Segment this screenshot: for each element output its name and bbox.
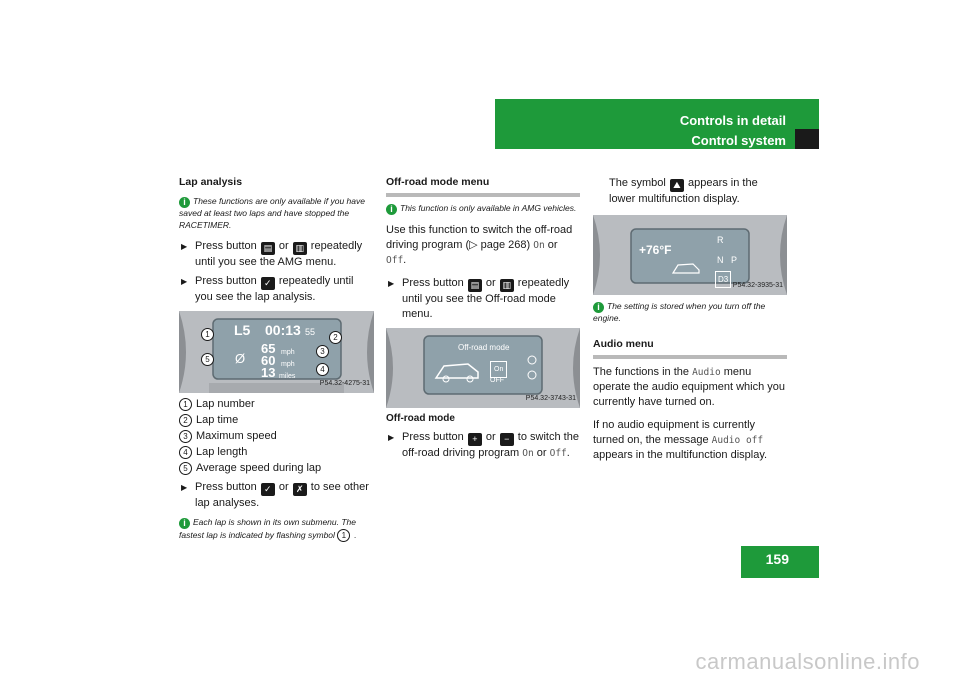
screen-off: OFF: [490, 377, 504, 384]
watermark: carmanualsonline.info: [695, 649, 920, 674]
paragraph: If no audio equipment is currently turne…: [593, 418, 768, 461]
step: Press button ▤ or ▥ repeatedly until you…: [386, 276, 580, 322]
button-down-icon: ▥: [499, 279, 514, 292]
page-number: 159: [765, 551, 789, 567]
callout-5: 5: [201, 353, 214, 366]
figure-ref: P54.32-3743-31: [525, 395, 576, 402]
screen-unit: mph: [281, 349, 295, 356]
figure-ref: P54.32-3935-31: [732, 282, 783, 289]
info-icon: i: [179, 197, 190, 208]
screen-avg-speed: 60: [261, 353, 276, 368]
header-subbar: [495, 129, 795, 149]
screen-on: On: [490, 361, 508, 378]
screen-unit: miles: [279, 373, 296, 380]
paragraph: Use this function to switch the off-road…: [386, 224, 573, 266]
info-icon: i: [593, 302, 604, 313]
info-icon: i: [179, 518, 190, 529]
screen-lap: L5: [234, 322, 251, 338]
cluster-display-illustration: [593, 215, 787, 295]
off-road-figure: Off-road mode On OFF P54.32-3743-31: [386, 328, 580, 408]
screen-hundredths: 55: [305, 327, 316, 337]
screen-temperature: +76°F: [639, 243, 672, 257]
info-icon: i: [386, 204, 397, 215]
paragraph: The functions in the Audio menu operate …: [593, 365, 786, 408]
screen-gear: N: [717, 255, 724, 265]
plus-button-icon: +: [467, 433, 482, 446]
callout-3: 3: [316, 345, 329, 358]
screen-max-speed: 65: [261, 341, 276, 356]
off-road-vehicle-icon: ⛰: [669, 179, 684, 192]
button-next-icon: ✓: [260, 483, 275, 496]
screen-title: Off-road mode: [458, 343, 510, 352]
screen-average-symbol: Ø: [235, 351, 246, 366]
button-next-icon: ✓: [260, 277, 275, 290]
step: Press button ✓ repeatedly until you see …: [179, 274, 374, 305]
button-previous-icon: ✗: [292, 483, 307, 496]
button-up-icon: ▤: [260, 242, 275, 255]
multifunction-display-figure: +76°F R N P D3 P54.32-3935-31: [593, 215, 787, 295]
callout-2: 2: [329, 331, 342, 344]
button-down-icon: ▥: [292, 242, 307, 255]
callout-4: 4: [316, 363, 329, 376]
step: Press button + or − to switch the off-ro…: [386, 430, 580, 461]
figure-ref: P54.32-4275-31: [319, 380, 370, 387]
column-audio: The symbol ⛰ appears in the lower multif…: [593, 170, 787, 471]
figure-caption: Off-road mode: [386, 413, 455, 424]
subsection-title: Control system: [691, 133, 786, 148]
step: Press button ✓ or ✗ to see other lap ana…: [179, 480, 374, 511]
lap-analysis-figure: L5 00:13 55 Ø 65 mph 60 mph 13 miles 1 2…: [179, 311, 374, 393]
screen-gear: R: [717, 235, 724, 245]
screen-unit: mph: [281, 361, 295, 368]
cluster-display-illustration: [386, 328, 580, 408]
header-block: [795, 129, 819, 149]
paragraph: The symbol ⛰ appears in the lower multif…: [609, 177, 758, 205]
screen-gear: P: [731, 255, 738, 265]
heading-off-road: Off-road mode menu: [386, 175, 580, 197]
minus-button-icon: −: [499, 433, 514, 446]
screen-length: 13: [261, 365, 276, 380]
step: Press button ▤ or ▥ repeatedly until you…: [179, 239, 374, 270]
cluster-display-illustration: [179, 311, 374, 393]
footer: carmanualsonline.info: [0, 648, 960, 678]
callout-1: 1: [201, 328, 214, 341]
section-title: Controls in detail: [679, 113, 786, 128]
button-up-icon: ▤: [467, 279, 482, 292]
heading-lap-analysis: Lap analysis: [179, 176, 243, 188]
screen-gear: D3: [715, 271, 732, 288]
header-bar: [495, 99, 819, 129]
screen-time: 00:13: [265, 322, 301, 338]
page-header: Controls in detail Control system: [495, 99, 819, 149]
page-number-box: 159: [741, 546, 819, 578]
heading-audio-menu: Audio menu: [593, 337, 787, 359]
